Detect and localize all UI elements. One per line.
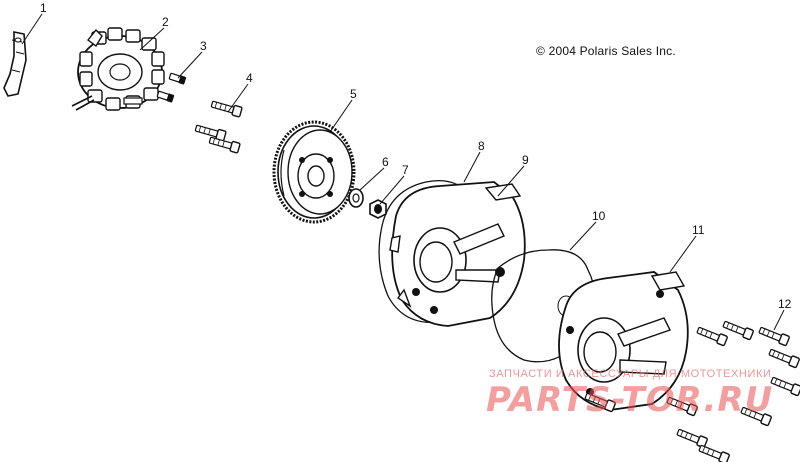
callout-labels: 1 2 3 4 5 6 7 8 9 10 11 12 (40, 1, 792, 311)
part-3-screws (156, 72, 187, 103)
callout-10: 10 (592, 209, 606, 223)
callout-12: 12 (778, 297, 792, 311)
copyright-notice: © 2004 Polaris Sales Inc. (536, 44, 676, 58)
part-6-washer (348, 188, 364, 208)
callout-4: 4 (246, 71, 253, 85)
watermark-logo: PARTS-TOR.RU (486, 380, 774, 420)
part-7-nut (369, 199, 387, 219)
part-2-stator (71, 27, 165, 111)
callout-2: 2 (162, 15, 169, 29)
part-4-bolts (193, 98, 243, 154)
part-9-inner-cover (389, 181, 526, 327)
callout-3: 3 (200, 39, 207, 53)
part-11-outer-cover (558, 271, 689, 411)
watermark-tagline: ЗАПЧАСТИ И АКСЕССУАРЫ ДЛЯ МОТОТЕХНИКИ (489, 368, 772, 380)
part-1-bracket (3, 31, 27, 97)
leader-lines (21, 13, 785, 331)
part-5-flywheel (272, 120, 356, 224)
callout-7: 7 (402, 163, 409, 177)
callout-8: 8 (478, 139, 485, 153)
callout-9: 9 (522, 153, 529, 167)
callout-6: 6 (382, 155, 389, 169)
callout-1: 1 (40, 1, 47, 15)
callout-11: 11 (692, 223, 705, 237)
callout-5: 5 (350, 87, 357, 101)
